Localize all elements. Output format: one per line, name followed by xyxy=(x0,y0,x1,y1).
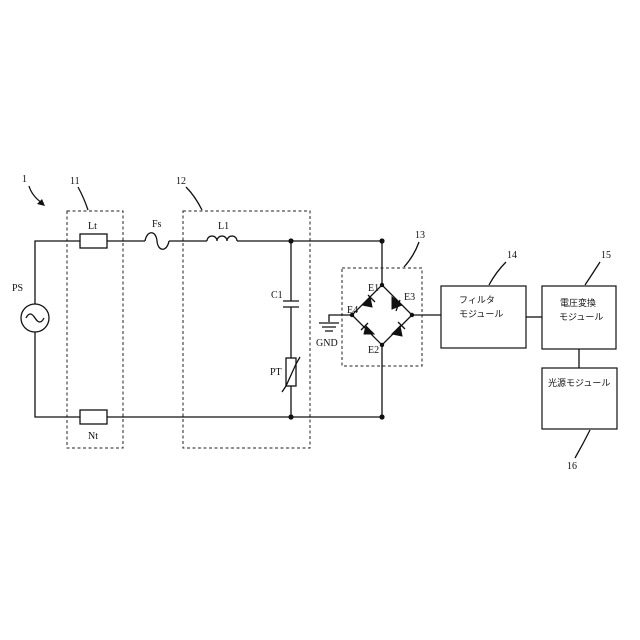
e2-label: E2 xyxy=(368,345,379,356)
light-source-module-label: 光源モジュール xyxy=(548,377,610,389)
e3-label: E3 xyxy=(404,292,415,303)
inductor-l1 xyxy=(207,236,237,241)
block-12-ref: 12 xyxy=(176,176,186,187)
bridge-frame xyxy=(352,285,412,345)
block-11 xyxy=(67,211,123,448)
wire-neutral-bridge xyxy=(107,345,382,417)
node-e2 xyxy=(380,343,384,347)
voltage-module-line2: モジュール xyxy=(559,313,603,323)
junction-bottom-right xyxy=(379,414,384,419)
ground-icon xyxy=(319,323,339,331)
capacitor-c1 xyxy=(283,301,299,307)
thermistor-label: PT xyxy=(270,367,282,378)
sine-wave-icon xyxy=(26,314,44,322)
neutral-choke-label: Nt xyxy=(88,431,98,442)
diode-d4 xyxy=(392,326,402,336)
figure-ref-arrow xyxy=(29,186,42,203)
line-choke-label: Lt xyxy=(88,221,97,232)
block-14-ref: 14 xyxy=(507,250,517,261)
capacitor-label: C1 xyxy=(271,290,283,301)
inductor-label: L1 xyxy=(218,221,229,232)
block-12-leader xyxy=(186,187,202,210)
block-13-ref: 13 xyxy=(415,230,425,241)
source-label: PS xyxy=(12,283,23,294)
block-15-ref: 15 xyxy=(601,250,611,261)
block-15-leader xyxy=(585,262,600,285)
neutral-choke-nt xyxy=(80,410,107,424)
filter-module-line2: モジュール xyxy=(459,310,503,320)
wire-ground xyxy=(329,315,352,322)
junction-top-right xyxy=(379,238,384,243)
fuse-label: Fs xyxy=(152,219,162,230)
block-13-leader xyxy=(404,242,419,267)
voltage-module-line1: 電圧変換 xyxy=(560,297,596,309)
block-11-leader xyxy=(78,187,88,210)
light-source-module xyxy=(542,368,617,429)
block-14-leader xyxy=(489,262,506,285)
block-16-ref: 16 xyxy=(567,461,577,472)
ground-label: GND xyxy=(316,338,338,349)
figure-ref-label: 1 xyxy=(22,174,27,185)
diode-d3 xyxy=(364,326,374,334)
node-e1 xyxy=(380,283,384,287)
block-11-ref: 11 xyxy=(70,176,80,187)
fuse-fs xyxy=(145,233,169,250)
e1-label: E1 xyxy=(368,283,379,294)
line-choke-lt xyxy=(80,234,107,248)
wire-source-bottom xyxy=(35,332,80,417)
wire-source-top xyxy=(35,241,80,304)
block-16-leader xyxy=(575,430,590,458)
filter-module-line1: フィルタ xyxy=(459,295,495,306)
diode-d1 xyxy=(362,297,372,307)
